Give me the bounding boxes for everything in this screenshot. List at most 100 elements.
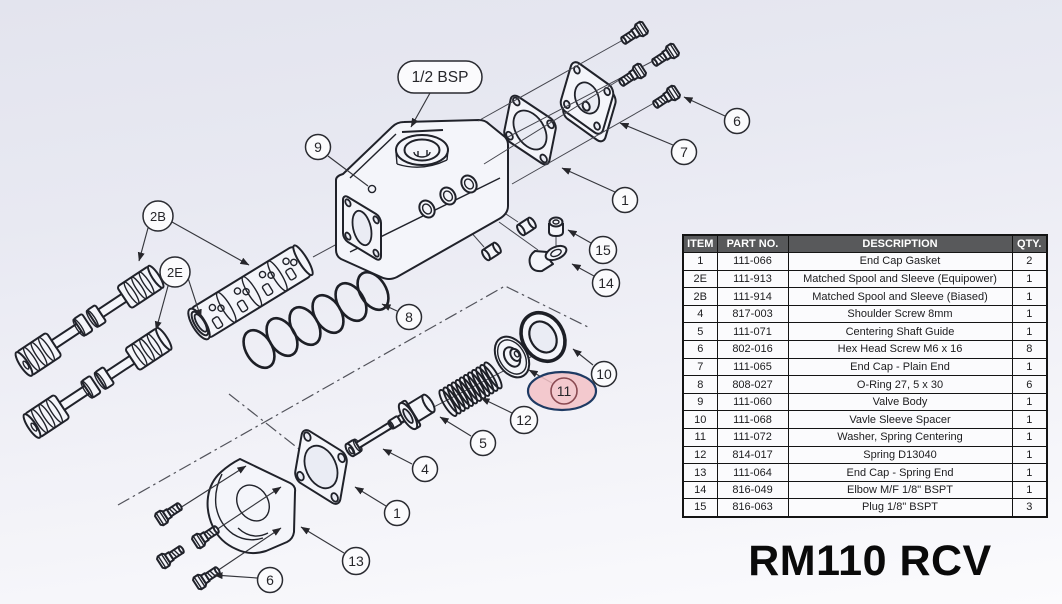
cell-qty: 1: [1011, 392, 1048, 412]
svg-text:7: 7: [680, 144, 688, 160]
plugs-drawing: [481, 216, 564, 262]
cell-part-no: 111-068: [716, 410, 789, 430]
callout-14: 14: [591, 268, 621, 298]
cell-item: 13: [682, 463, 718, 482]
callout-bsp: 1/2 BSP: [397, 60, 483, 94]
cell-description: Spring D13040: [787, 445, 1013, 465]
cell-item: 14: [682, 480, 718, 500]
svg-text:8: 8: [405, 309, 413, 325]
cell-item: 15: [682, 498, 718, 517]
svg-text:12: 12: [516, 412, 532, 428]
callout-1-bottom: 1: [383, 499, 411, 527]
cell-description: Washer, Spring Centering: [787, 428, 1013, 447]
cell-item: 6: [682, 340, 718, 359]
hex-screws-top: [615, 19, 682, 113]
cell-part-no: 816-063: [716, 498, 789, 517]
callout-7: 7: [670, 138, 698, 166]
header-part-no: PART NO.: [716, 234, 789, 254]
cell-item: 2B: [682, 287, 718, 306]
cell-part-no: 111-914: [716, 287, 789, 306]
cell-description: Hex Head Screw M6 x 16: [787, 340, 1013, 359]
cell-item: 8: [682, 375, 718, 394]
cell-item: 7: [682, 357, 718, 377]
svg-text:6: 6: [266, 572, 274, 588]
callout-15: 15: [588, 235, 618, 265]
callout-11-highlighted: 11: [550, 377, 578, 405]
callout-6-bottom: 6: [256, 566, 284, 594]
sleeve-drawing: [187, 244, 314, 341]
svg-text:1: 1: [621, 192, 629, 208]
svg-text:15: 15: [595, 242, 611, 258]
cell-description: O-Ring 27, 5 x 30: [787, 375, 1013, 394]
cell-qty: 1: [1011, 463, 1048, 482]
header-qty: QTY.: [1011, 234, 1048, 254]
cell-part-no: 808-027: [716, 375, 789, 394]
cell-qty: 1: [1011, 269, 1048, 289]
svg-text:4: 4: [421, 461, 429, 477]
cell-item: 1: [682, 252, 718, 271]
table-header-row: ITEM PART NO. DESCRIPTION QTY.: [682, 234, 1048, 254]
cell-item: 12: [682, 445, 718, 465]
valve-body-drawing: [336, 119, 509, 279]
cell-description: End Cap - Plain End: [787, 357, 1013, 377]
cell-qty: 3: [1011, 498, 1048, 517]
cell-qty: 1: [1011, 322, 1048, 342]
product-title: RM110 RCV: [748, 537, 992, 585]
cell-part-no: 802-016: [716, 340, 789, 359]
bsp-label: 1/2 BSP: [412, 69, 469, 86]
guide-drawing: [397, 393, 436, 431]
o-rings-drawing: [242, 270, 390, 370]
cell-item: 9: [682, 392, 718, 412]
cell-part-no: 814-017: [716, 445, 789, 465]
cell-qty: 6: [1011, 375, 1048, 394]
body-pilot-hole: [367, 184, 377, 194]
callout-9: 9: [304, 133, 332, 161]
cell-part-no: 111-060: [716, 392, 789, 412]
cell-qty: 1: [1011, 304, 1048, 324]
callout-2b: 2B: [142, 200, 174, 232]
callout-2e: 2E: [159, 256, 191, 288]
gasket-bottom-drawing: [294, 427, 348, 507]
gasket-top-drawing: [503, 93, 557, 168]
cell-part-no: 111-072: [716, 428, 789, 447]
shoulder-screw-drawing: [344, 412, 409, 458]
cell-description: Vavle Sleeve Spacer: [787, 410, 1013, 430]
header-item: ITEM: [682, 234, 718, 254]
cell-description: End Cap - Spring End: [787, 463, 1013, 482]
spring-drawing: [438, 361, 503, 417]
cell-qty: 1: [1011, 287, 1048, 306]
callout-1-top: 1: [611, 186, 639, 214]
cell-part-no: 111-064: [716, 463, 789, 482]
cell-qty: 1: [1011, 357, 1048, 377]
screw-leaders-bottom: [179, 465, 282, 572]
cell-part-no: 816-049: [716, 480, 789, 500]
cell-part-no: 111-071: [716, 322, 789, 342]
cell-item: 2E: [682, 269, 718, 289]
cell-item: 10: [682, 410, 718, 430]
cell-qty: 1: [1011, 428, 1048, 447]
cell-description: Shoulder Screw 8mm: [787, 304, 1013, 324]
svg-text:10: 10: [596, 366, 612, 382]
svg-text:2E: 2E: [167, 265, 183, 280]
svg-text:5: 5: [479, 435, 487, 451]
callout-5: 5: [469, 429, 497, 457]
callout-8: 8: [395, 303, 423, 331]
elbow-drawing: [528, 244, 568, 273]
cell-description: End Cap Gasket: [787, 252, 1013, 271]
svg-text:6: 6: [733, 113, 741, 129]
